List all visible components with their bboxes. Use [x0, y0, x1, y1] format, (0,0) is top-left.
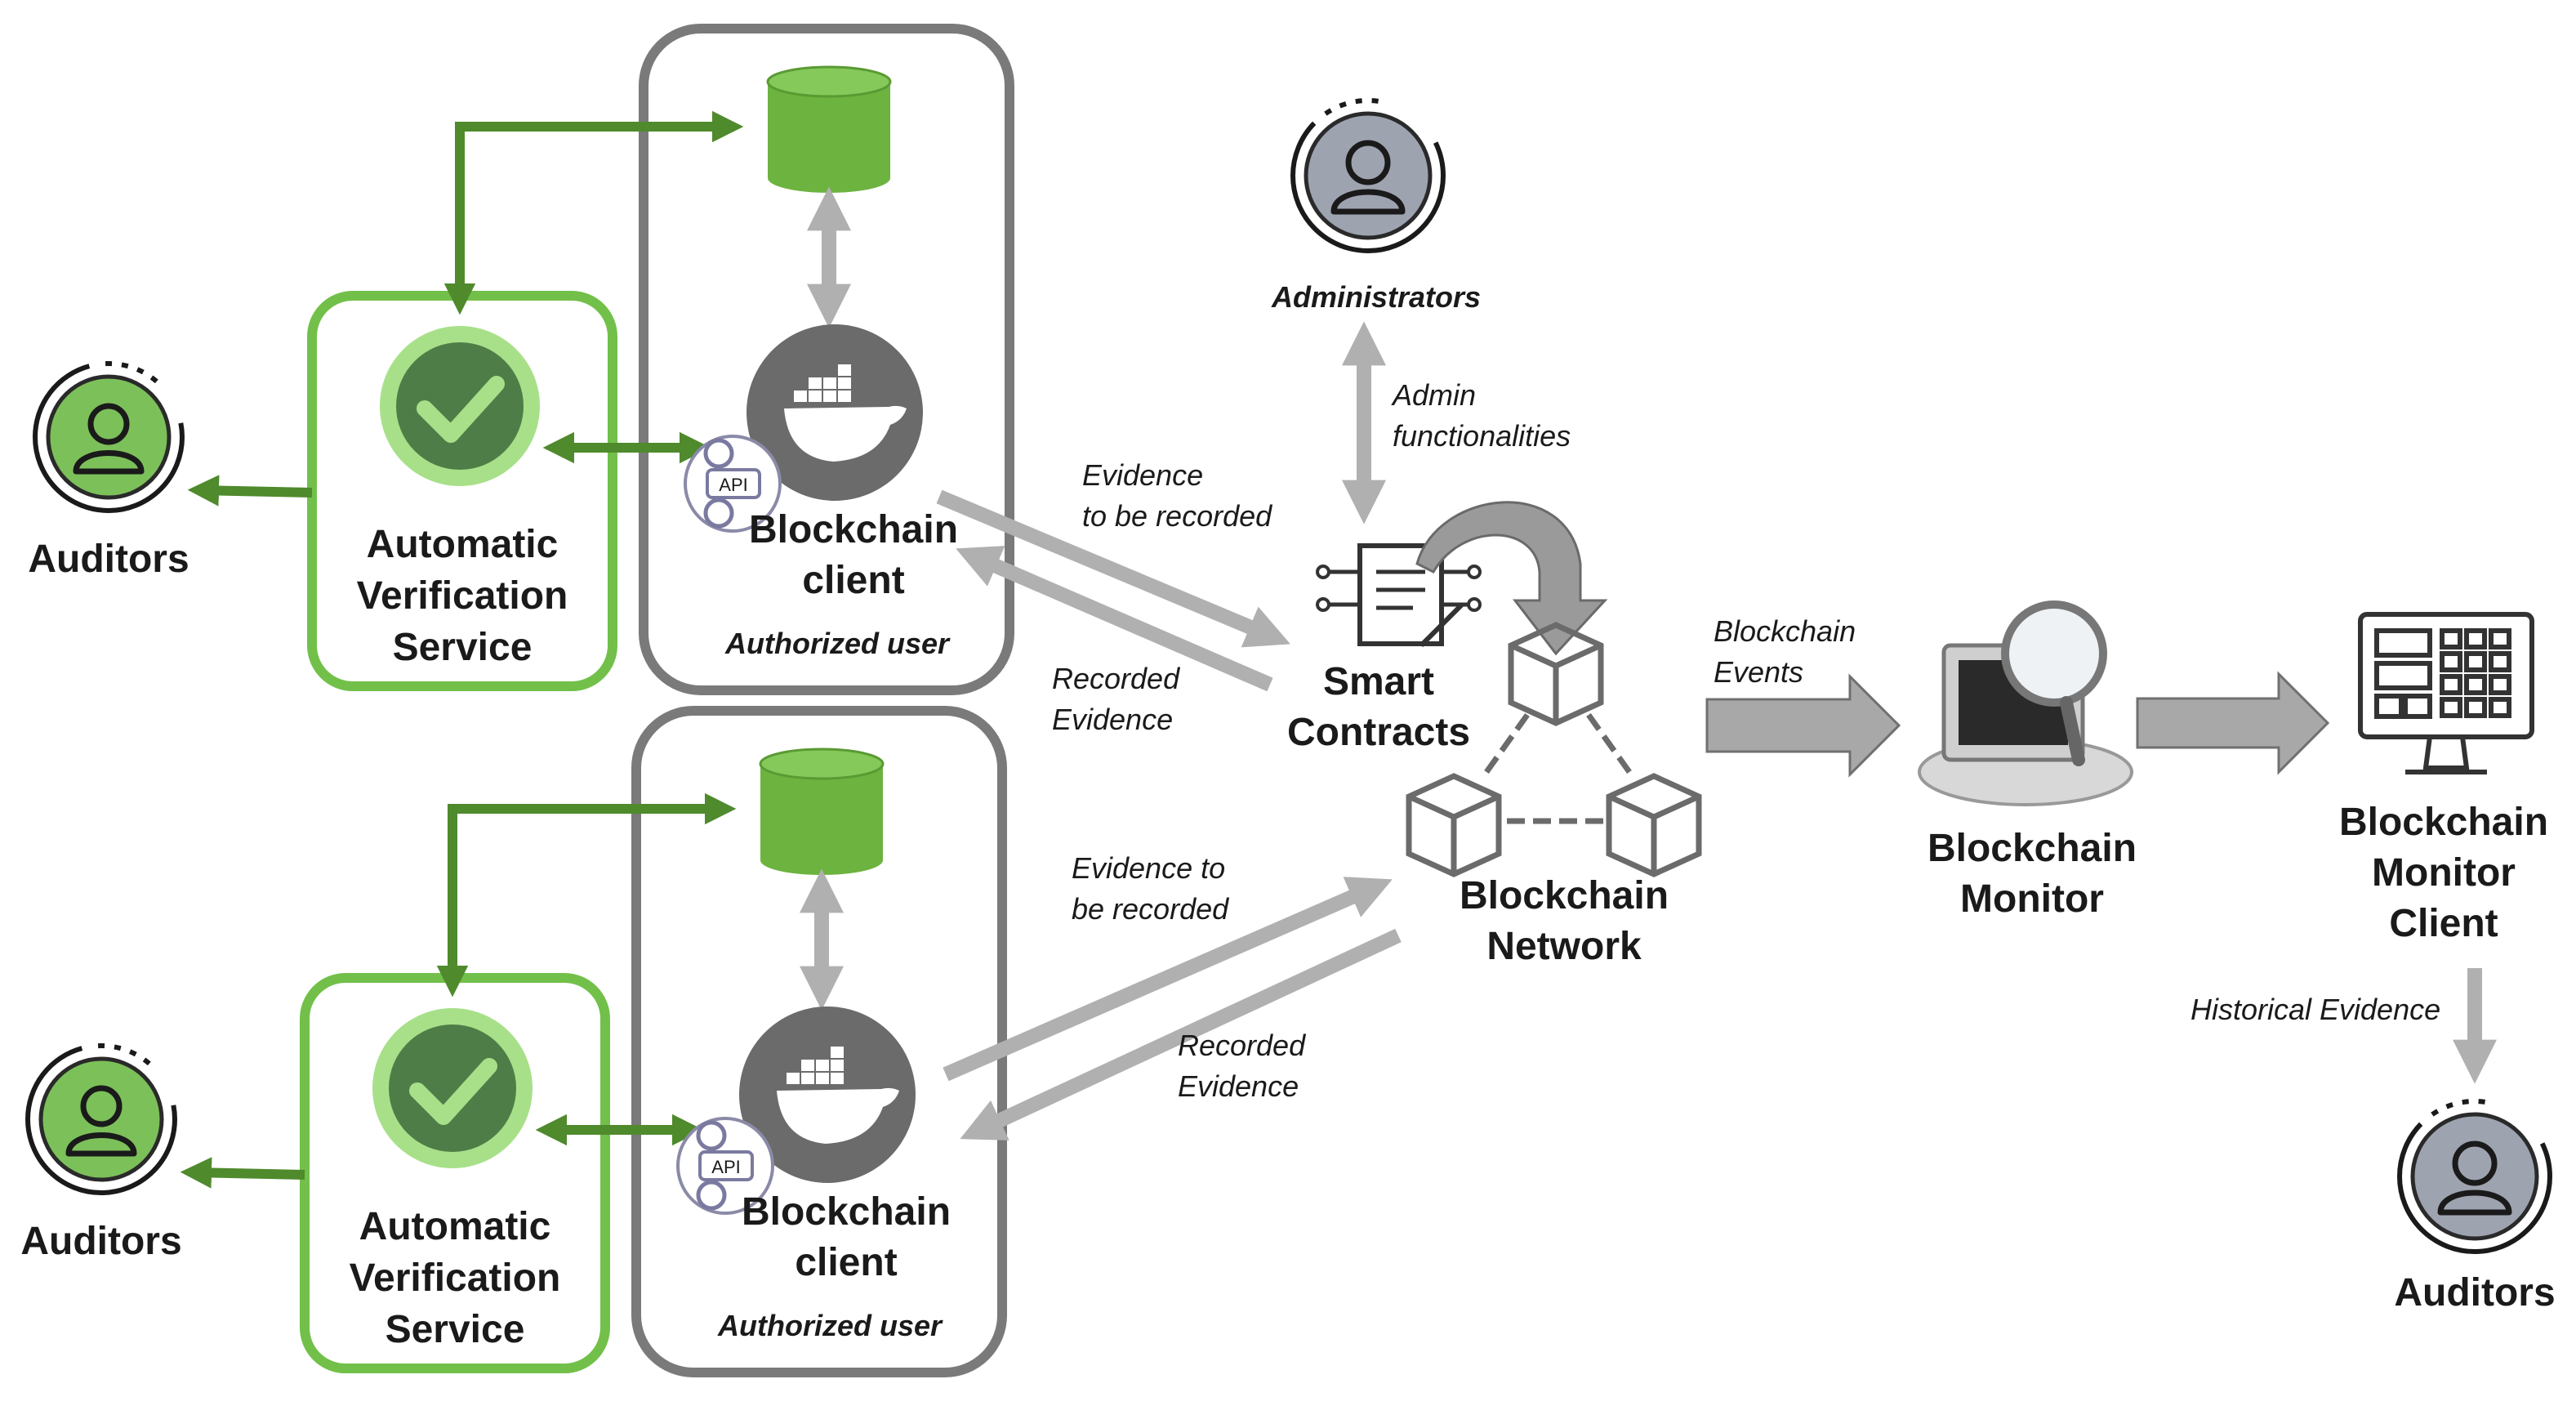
auditors-label-bottom: Auditors — [20, 1220, 181, 1263]
client-label-line2: client — [802, 559, 904, 602]
events-label-2: Events — [1714, 655, 1803, 689]
evidence-in-label-2: Evidence — [1178, 1069, 1299, 1103]
evidence-in-label-1: Recorded — [1052, 662, 1180, 695]
service-label-line3: Service — [393, 626, 533, 669]
api-label: API — [711, 1157, 740, 1177]
bottom-evidence-arrows: Evidence to be recorded Recorded Evidenc… — [943, 851, 1402, 1140]
database-icon — [759, 748, 885, 875]
administrators-label: Administrators — [1271, 280, 1481, 314]
evidence-in-label-2: Evidence — [1052, 703, 1173, 736]
recorded-evidence-arrow — [956, 546, 1273, 692]
historical-evidence-label: Historical Evidence — [2190, 993, 2440, 1026]
user-icon — [1290, 98, 1446, 253]
checkmark-icon — [380, 326, 540, 486]
recorded-evidence-arrow — [960, 928, 1402, 1140]
client-label-line1: Blockchain — [749, 508, 958, 551]
service-label-line1: Automatic — [359, 1205, 551, 1248]
smart-contract-icon — [1316, 543, 1482, 648]
monitor-client-arrow — [2136, 671, 2330, 775]
monitor-client-label-3: Client — [2389, 902, 2498, 945]
authorized-user-label: Authorized user — [724, 627, 951, 660]
evidence-to-record-arrow — [936, 489, 1290, 648]
monitor-client-label-2: Monitor — [2372, 851, 2516, 895]
admin-func-label-2: functionalities — [1393, 419, 1571, 453]
events-arrow — [1705, 673, 1901, 778]
client-frame — [639, 24, 1014, 695]
monitor-label-2: Monitor — [1960, 877, 2104, 921]
service-label-line2: Verification — [350, 1256, 561, 1300]
client-label-line1: Blockchain — [742, 1190, 951, 1234]
smart-contracts-label-2: Contracts — [1287, 711, 1470, 754]
network-label-2: Network — [1486, 925, 1642, 968]
api-gear-icon: API — [676, 1117, 774, 1215]
service-label-line1: Automatic — [367, 523, 559, 566]
network-label-1: Blockchain — [1460, 874, 1669, 917]
auditor-icon-bottom — [25, 1043, 177, 1195]
checkmark-icon — [372, 1008, 533, 1168]
evidence-in-label-1: Recorded — [1178, 1029, 1306, 1062]
blockchain-network-icon — [1406, 622, 1702, 877]
monitor-client-label-1: Blockchain — [2339, 801, 2548, 844]
service-auditors-arrow — [180, 1157, 305, 1189]
client-label-line2: client — [795, 1241, 897, 1284]
evidence-out-label-2: be recorded — [1072, 892, 1229, 926]
docker-whale-icon — [747, 324, 923, 501]
smart-contracts-label-1: Smart — [1323, 660, 1434, 703]
admin-func-label-1: Admin — [1391, 378, 1476, 412]
events-label-1: Blockchain — [1714, 614, 1856, 648]
evidence-to-record-arrow — [943, 877, 1393, 1082]
service-db-arrow — [436, 792, 737, 998]
monitor-label-1: Blockchain — [1928, 827, 2137, 870]
service-label-line2: Verification — [357, 574, 568, 618]
service-db-arrow — [443, 110, 744, 315]
client-frame — [631, 706, 1007, 1377]
auditor-icon-top — [33, 361, 185, 513]
api-gear-icon: API — [684, 435, 782, 533]
client-group-bottom: API Blockchain client Authorized user Au… — [20, 706, 1007, 1377]
auditors-label-top: Auditors — [28, 538, 189, 581]
client-group-top: API Blockchain client Authorized user Au… — [28, 24, 1290, 736]
auditors-label-right: Auditors — [2394, 1271, 2555, 1314]
authorized-user-label: Authorized user — [717, 1309, 943, 1342]
service-label-line3: Service — [386, 1308, 525, 1351]
auditor-icon-right — [2397, 1099, 2552, 1254]
database-icon — [766, 65, 892, 193]
evidence-out-label-1: Evidence — [1082, 458, 1203, 492]
api-label: API — [719, 475, 747, 495]
evidence-out-label-2: to be recorded — [1082, 499, 1272, 533]
curved-arrow — [1415, 501, 1608, 656]
docker-whale-icon — [739, 1007, 916, 1183]
evidence-out-label-1: Evidence to — [1072, 851, 1225, 885]
magnifier-monitor-icon — [1918, 600, 2133, 806]
administrators: Administrators Admin functionalities — [1271, 98, 1571, 524]
dashboard-monitor-icon — [2358, 612, 2534, 774]
service-auditors-arrow — [187, 475, 313, 507]
